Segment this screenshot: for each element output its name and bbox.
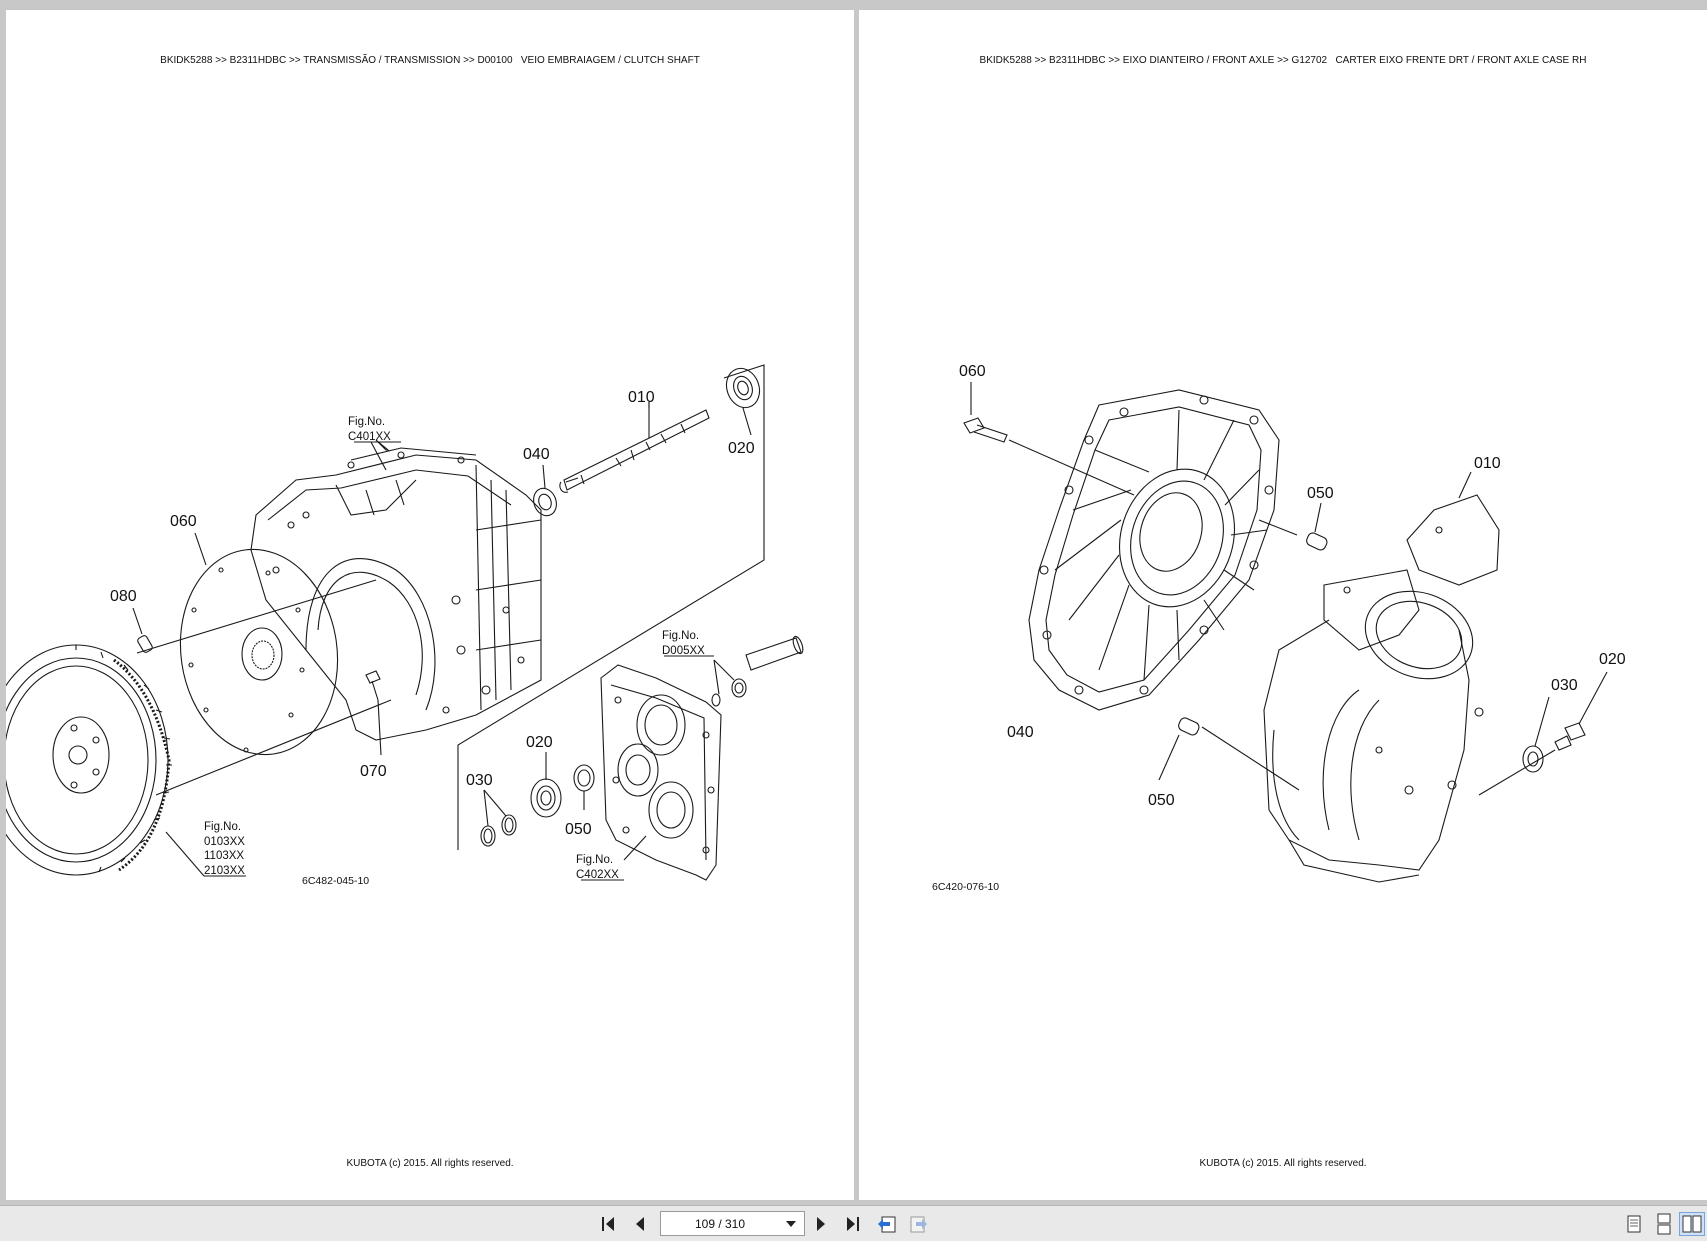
callout-020-top: 020: [728, 440, 755, 457]
fig-ref-d005-value: D005XX: [662, 645, 705, 657]
callout-020: 020: [1599, 651, 1626, 668]
page-number-input[interactable]: [661, 1212, 779, 1235]
single-page-view-icon[interactable]: [1621, 1212, 1647, 1236]
front-axle-case-exploded-diagram: 060 050 010 020 030 040 050 6C420-076-10: [932, 363, 1626, 893]
page-number-field[interactable]: [660, 1211, 805, 1236]
viewer-toolbar: [0, 1205, 1707, 1241]
last-page-icon[interactable]: [839, 1212, 865, 1236]
callout-060: 060: [959, 363, 986, 380]
page-footer: KUBOTA (c) 2015. All rights reserved.: [1199, 1158, 1367, 1169]
drawing-number: 6C482-045-10: [302, 875, 369, 887]
callout-070: 070: [360, 763, 387, 780]
callout-050-bottom: 050: [1148, 792, 1175, 809]
fig-ref-c401-value: C401XX: [348, 431, 391, 443]
page-header: BKIDK5288 >> B2311HDBC >> EIXO DIANTEIRO…: [979, 55, 1587, 66]
first-page-icon[interactable]: [596, 1212, 622, 1236]
fig-ref-c401-label: Fig.No.: [348, 416, 385, 428]
two-page-view-icon[interactable]: [1679, 1212, 1705, 1236]
fig-ref-flywheel-0103: 0103XX: [204, 836, 245, 848]
fig-ref-c402-label: Fig.No.: [576, 854, 613, 866]
previous-page-icon[interactable]: [627, 1212, 653, 1236]
fig-ref-flywheel-label: Fig.No.: [204, 821, 241, 833]
page-right: BKIDK5288 >> B2311HDBC >> EIXO DIANTEIRO…: [859, 10, 1707, 1200]
fig-ref-d005-label: Fig.No.: [662, 630, 699, 642]
next-page-icon[interactable]: [808, 1212, 834, 1236]
document-viewport[interactable]: BKIDK5288 >> B2311HDBC >> TRANSMISSÃO / …: [0, 0, 1707, 1205]
page-footer: KUBOTA (c) 2015. All rights reserved.: [346, 1158, 514, 1169]
fig-ref-flywheel-2103: 2103XX: [204, 865, 245, 877]
callout-010: 010: [628, 389, 655, 406]
fig-ref-c402-value: C402XX: [576, 869, 619, 881]
callout-010: 010: [1474, 455, 1501, 472]
page-header: BKIDK5288 >> B2311HDBC >> TRANSMISSÃO / …: [160, 55, 700, 66]
clutch-shaft-exploded-diagram: 010 020 040 060 080 070 020 030 050 Fig.…: [6, 364, 804, 887]
callout-080: 080: [110, 588, 137, 605]
drawing-number: 6C420-076-10: [932, 881, 999, 893]
callout-060: 060: [170, 513, 197, 530]
callout-040: 040: [1007, 724, 1034, 741]
fig-ref-flywheel-1103: 1103XX: [204, 850, 244, 862]
callout-050-top: 050: [1307, 485, 1334, 502]
next-view-icon[interactable]: [906, 1212, 932, 1236]
callout-030: 030: [1551, 677, 1578, 694]
page-left: BKIDK5288 >> B2311HDBC >> TRANSMISSÃO / …: [6, 10, 854, 1200]
continuous-view-icon[interactable]: [1651, 1212, 1677, 1236]
callout-030: 030: [466, 772, 493, 789]
callout-020-bottom: 020: [526, 734, 553, 751]
callout-040: 040: [523, 446, 550, 463]
chevron-down-icon[interactable]: [779, 1212, 803, 1235]
callout-050: 050: [565, 821, 592, 838]
previous-view-icon[interactable]: [874, 1212, 900, 1236]
